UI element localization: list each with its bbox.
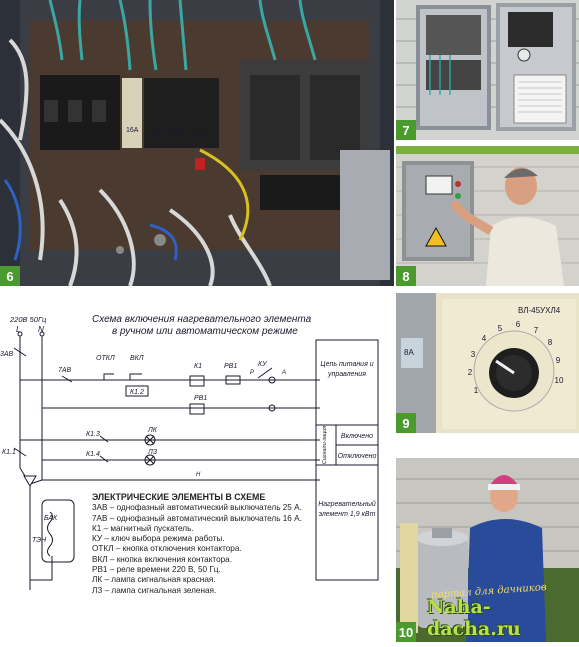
legend-item: 7АВ – однофазный автоматический выключат…: [92, 513, 302, 523]
photo-number-10: 10: [396, 622, 416, 642]
label-3av: 3АВ: [0, 351, 14, 358]
control-box-illustration: [396, 146, 579, 286]
scheme-diagram: Схема включения нагревательного элемента…: [0, 314, 379, 590]
wiring-scheme: Схема включения нагревательного элемента…: [0, 290, 395, 642]
svg-text:2: 2: [468, 368, 473, 377]
legend-item: КУ – ключ выбора режима работы.: [92, 534, 225, 544]
label-lz: ЛЗ: [147, 449, 158, 456]
label-vkl: ВКЛ: [130, 355, 144, 362]
label-r: Р: [250, 370, 254, 376]
legend-item: ВКЛ – кнопка включения контактора.: [92, 554, 232, 564]
tank-illustration: [396, 458, 579, 642]
svg-text:5: 5: [498, 324, 503, 333]
photo-number-7: 7: [396, 120, 416, 140]
relay-label: ВЛ-45УХЛ4: [518, 306, 561, 315]
label-bak: БАК: [44, 515, 58, 522]
label-a: А: [281, 370, 286, 376]
label-otkl: ОТКЛ: [96, 355, 115, 362]
photo-6-panel: 16A 16A 16A 16A 6: [0, 0, 394, 286]
scheme-title-line2: в ручном или автоматическом режиме: [112, 326, 298, 337]
photo-number-8: 8: [396, 266, 416, 286]
photo-7-cabinet: 7: [396, 0, 579, 140]
box-heater: Нагревательный элемент 1,9 кВт: [318, 501, 376, 518]
supply-label: 220В 50Гц: [9, 315, 47, 324]
box-on: Включено: [341, 433, 373, 440]
legend-item: ОТКЛ – кнопка отключения контактора.: [92, 544, 242, 554]
label-k11: К1.1: [2, 449, 16, 456]
svg-text:1: 1: [474, 386, 479, 395]
label-rv1: РВ1: [224, 363, 237, 370]
photo-number-6: 6: [0, 266, 20, 286]
svg-text:3: 3: [471, 350, 476, 359]
svg-text:10: 10: [555, 376, 564, 385]
label-k13: К1.3: [86, 431, 100, 438]
legend-title: ЭЛЕКТРИЧЕСКИЕ ЭЛЕМЕНТЫ В СХЕМЕ: [92, 492, 266, 502]
scheme-title-line1: Схема включения нагревательного элемента: [92, 314, 312, 325]
photo-8-control-box: 8: [396, 146, 579, 286]
box-signal: Сигнали-зация: [322, 426, 328, 465]
label-7av: 7АВ: [58, 367, 72, 374]
label-rv1-coil: РВ1: [194, 395, 207, 402]
legend-item: РВ1 – реле времени 220 В, 50 Гц.: [92, 565, 221, 575]
panel-illustration: 16A 16A 16A 16A: [0, 0, 394, 286]
box-off: Отключено: [338, 453, 377, 460]
label-k14: К1.4: [86, 451, 100, 458]
svg-text:6: 6: [516, 320, 521, 329]
svg-text:8: 8: [548, 338, 553, 347]
photo-10-tank: 10 портал для дачников Naha-dacha.ru: [396, 458, 579, 642]
legend-item: ЛК – лампа сигнальная красная.: [92, 575, 216, 585]
watermark-site: Naha-dacha.ru: [427, 596, 521, 640]
photo-number-9: 9: [396, 413, 416, 433]
label-h: Н: [196, 472, 201, 478]
watermark: портал для дачников Naha-dacha.ru: [425, 582, 579, 640]
breaker-label-2: 16A: [150, 131, 163, 138]
label-ten: ТЭН: [32, 537, 47, 544]
svg-text:7: 7: [534, 326, 539, 335]
legend: ЭЛЕКТРИЧЕСКИЕ ЭЛЕМЕНТЫ В СХЕМЕ 3АВ – одн…: [92, 492, 352, 596]
svg-text:4: 4: [482, 334, 487, 343]
phase-n-label: N: [38, 325, 44, 334]
svg-text:9: 9: [556, 356, 561, 365]
breaker-label-4: 16A: [192, 131, 205, 138]
legend-item: ЛЗ – лампа сигнальная зеленая.: [92, 585, 217, 595]
label-k12: К1.2: [130, 389, 144, 396]
label-ku: КУ: [258, 361, 268, 368]
breaker-label-1: 16A: [126, 127, 139, 134]
label-k1: К1: [194, 363, 202, 370]
phase-l-label: L: [16, 325, 21, 334]
legend-item: 3АВ – однофазный автоматический выключат…: [92, 503, 302, 513]
svg-text:8A: 8A: [404, 348, 414, 357]
legend-item: К1 – магнитный пускатель.: [92, 523, 194, 533]
label-lk: ЛК: [147, 427, 158, 434]
cabinet-illustration: [396, 0, 579, 140]
box-control-circuit: Цепь питания и управления: [320, 361, 374, 378]
breaker-label-3: 16A: [170, 131, 183, 138]
